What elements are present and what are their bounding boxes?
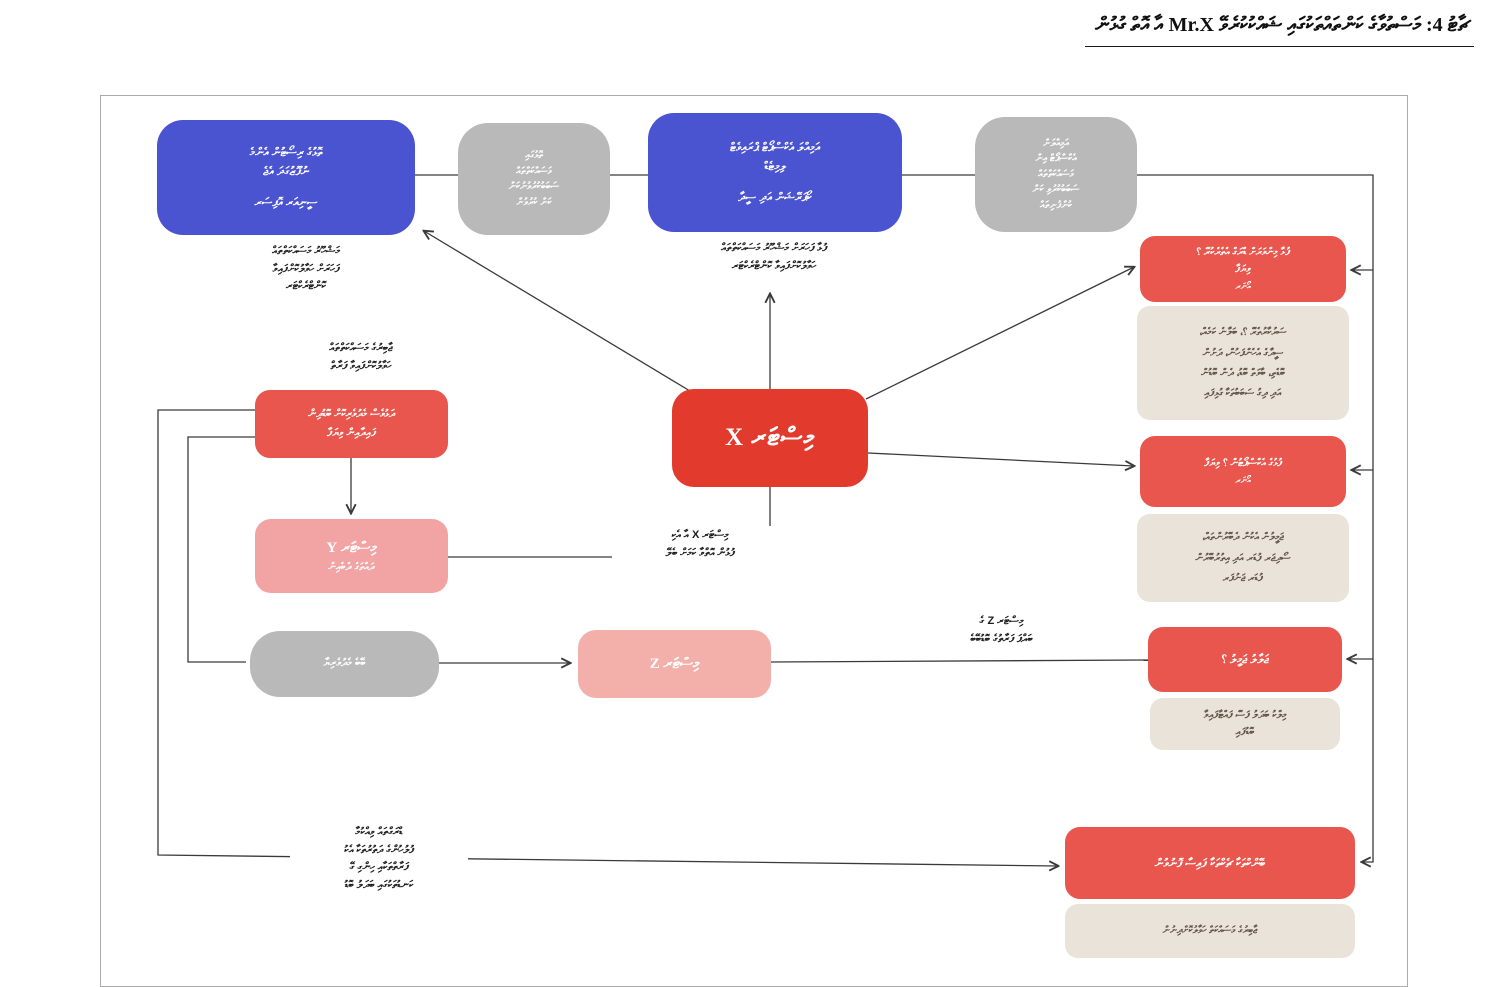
bottom-red-box: ބޭންކްތަކާ ޗެކްތަކާ ފައިސާ ފޮނުވުން xyxy=(1065,827,1355,899)
note-under-blue1: މަޝްހޫރު މަސައްކަތްތައް ފަހަރަށް ހަވާލުކ… xyxy=(196,243,416,296)
chart-title: ޗާޓު 4: މަސްތުވާގެ ކަންތައްތަކުގައި ޝައް… xyxy=(1085,14,1474,47)
text-line: ސަރުކާރުތެރޭ ؟، ބަލާނެ ކަމެއް، xyxy=(1199,326,1287,339)
text-line: ޖަމީލުން އެކުން ދެބޭރުންތައް، xyxy=(1202,531,1284,544)
text-line: އަމިއްލަން xyxy=(1043,137,1069,149)
note-under-blue2: ފުޅާ ފަހަރަށް މަޝްހޫރު މަސައްކަތްތައް ހަ… xyxy=(628,240,920,275)
right-red-box-1: ފުޅާ މިންވަރަށް ޑްރަގް އެތެރެކުރޭ ؟ ވިޔަ… xyxy=(1140,236,1346,302)
right-beige-box-2: ޖަމީލުން އެކުން ދެބޭރުންތައް، ސޯދިޖަރ ފު… xyxy=(1137,514,1349,602)
text-line: ސަބަބުކުރުވުނުކަން xyxy=(508,181,560,192)
text-line: ދަޅުވެސް މެދުވެރިކޮށް ބޮޑުދިން xyxy=(308,408,395,421)
text-line: ފަހަރަށް ހަވާލުކޮށްފައިވާ xyxy=(272,262,340,275)
mr-x-label: މިސްޓަރ X xyxy=(725,424,815,451)
right-beige-box-3: މިލްކު ބަދަލު ފަސޭ ފައްޓާފައިވާ ބޮޑުފައި xyxy=(1150,698,1340,750)
text-line: މަސައްކަތްތައް xyxy=(1038,168,1074,180)
mr-y-box: މިސްޓަރ Y ދައްތަގެ ދެބެއިން xyxy=(255,519,448,593)
text-line: ބޭންކްތަކާ ޗެކްތަކާ ފައިސާ ފޮނުވުން xyxy=(1154,855,1266,870)
note-above-left-red: ޖާބިރުގެ މަސައްކަތްތައް ހަވާލުކޮށްފައިވާ… xyxy=(276,340,446,375)
bottom-beige-box: ޖާބިރުގެ މަސައްކަތް ހަވާލުކޮށްދިނުން xyxy=(1065,904,1355,958)
text-line: މިސްޓަރ X އާ އެކި xyxy=(671,529,729,541)
text-line: އަމިއްލަ އެކްސްޕޯޓް ޕްރައިވެޓް xyxy=(729,140,821,155)
text-line: ފުޅުން އޮތްވާ ކަމަށް ބެލޭ xyxy=(665,546,735,559)
text-line: ފުޅާ މިންވަރަށް ޑްރަގް އެތެރެކުރޭ ؟ xyxy=(1196,245,1290,258)
top-blue-box-2: އަމިއްލަ އެކްސްޕޯޓް ޕްރައިވެޓް ލިމިޓެޑް … xyxy=(648,113,902,232)
mr-y-subtitle: ދައްތަގެ ދެބެއިން xyxy=(328,560,375,573)
text-line: އޯނަރ xyxy=(1235,474,1251,485)
note-bottom-left: ޑްރަގްތައް ވިއްކުމާ ފުލުހުންގެ ދަތުރުތަކ… xyxy=(290,823,468,896)
top-gray-box-1: ތޮޅުގައި މަސައްކަތްތައް ސަބަބުކުރުވުނުކަ… xyxy=(458,123,610,235)
note-under-x: މިސްޓަރ X އާ އެކި ފުޅުން އޮތްވާ ކަމަށް ބ… xyxy=(612,526,788,564)
text-line: ޖާބިރުގެ މަސައްކަތް ހަވާލުކޮށްދިނުން xyxy=(1162,925,1258,937)
right-beige-box-1: ސަރުކާރުތެރޭ ؟، ބަލާނެ ކަމެއް، ސީދާގެ އެ… xyxy=(1137,306,1349,420)
text-line: މަޝްހޫރު މަސައްކަތްތައް xyxy=(272,245,340,257)
text-line: ކުންފުނިތައް xyxy=(1040,199,1072,211)
text-line: ފުޅާ ފަހަރަށް މަޝްހޫރު މަސައްކަތްތައް xyxy=(721,242,827,254)
text-line: ބޭބެ މެދުވެރިޔާ xyxy=(323,657,366,670)
text-line: ފުޅުގެ އެކްސްޕޯޓުން ؟ ވިޔަފާ xyxy=(1204,456,1282,469)
text-line: ލިމިޓެޑް xyxy=(764,158,786,173)
text-line: މިލްކު ބަދަލު ފަސޭ ފައްޓާފައިވާ xyxy=(1203,709,1287,722)
note-right-of-z: މިސްޓަރ Z ގެ ބައްޕަ ފަރާތުގެ ބޮޑުބޭބެ xyxy=(915,612,1088,650)
text-line: ހަވާލުކޮށްފައިވާ ފަރާތް xyxy=(330,359,392,372)
text-line: އެކްސްޕޯޓް އިން xyxy=(1035,153,1077,165)
left-red-box: ދަޅުވެސް މެދުވެރިކޮށް ބޮޑުދިން ފައިދާއިނ… xyxy=(255,390,448,458)
mr-x-box: މިސްޓަރ X xyxy=(672,389,868,487)
text-line: އަދި ދިގު ސަބަބުތަކާ ގުޅިފައި xyxy=(1204,387,1282,400)
text-line: ކަނޑުތަކުގައި ބަދަލު ބޮޑު xyxy=(344,878,414,891)
text-line: ފައިދާއިން ވިޔަފާ xyxy=(326,427,377,439)
text-line: ސީނިއަރ އޮފިސަރ xyxy=(254,195,318,210)
text-line: މަސައްކަތްތައް xyxy=(516,165,552,177)
text-line: ކޯޕަރޭޝަން އަދި ސީދާ xyxy=(738,190,812,205)
text-line: ބައްޕަ ފަރާތުގެ ބޮޑުބޭބެ xyxy=(970,632,1033,645)
text-line: ސަބަބުކުރުވި ކަން xyxy=(1032,184,1080,196)
text-line: ޑްރަގްތައް ވިއްކުމާ xyxy=(355,826,403,838)
text-line: ނުފޫޒުގަދަ އެޖެ xyxy=(263,163,310,178)
text-line: ތޮޅުގެ ރިސޯޓުން އެންމެ xyxy=(249,145,323,160)
edge-left-red-to-gray3 xyxy=(187,436,255,663)
mr-z-label: މިސްޓަރ Z xyxy=(649,656,700,672)
text-line: ފުލުހުންގެ ދަތުރުތަކާ އެކު xyxy=(344,843,414,856)
text-line: މިސްޓަރ Z ގެ xyxy=(979,615,1024,627)
mr-z-box: މިސްޓަރ Z xyxy=(578,630,771,698)
title-row: ޗާޓު 4: މަސްތުވާގެ ކަންތައްތަކުގައި ޝައް… xyxy=(0,14,1474,47)
mr-y-label: މިސްޓަރ Y xyxy=(326,539,377,556)
text-line: ތޮޅުގައި xyxy=(525,150,543,161)
edge-x-to-blue1 xyxy=(424,231,691,392)
text-line: ހަވާލުކޮށްފައިވާ ކޮންޓްރެކްޓަރ xyxy=(731,259,817,272)
edge-spine-to-bottom-red xyxy=(1137,174,1374,862)
text-line: ކަން ކުރުވުން xyxy=(516,196,552,208)
left-gray-box: ބޭބެ މެދުވެރިޔާ xyxy=(250,631,439,697)
text-line: ސީދާގެ އެހެންފަހުން، ދަށުން xyxy=(1202,346,1284,359)
right-red-box-3: ޖަލާލު ޖަމީލު ؟ xyxy=(1148,627,1342,692)
top-gray-box-2: އަމިއްލަން އެކްސްޕޯޓް އިން މަސައްކަތްތައ… xyxy=(975,117,1137,232)
text-line: ސޯދިޖަރ ފުޑަރ އަދި އިތުރުބޭރުން xyxy=(1195,551,1291,564)
text-line: ކޮންޓްރެކްޓަރ xyxy=(286,280,326,293)
text-line: ފަރާތްތަކާއި ހިންގި ގޭ xyxy=(349,861,409,874)
edge-x-to-red1 xyxy=(865,267,1134,400)
text-line: ފުޑަރ ޖަނުފަރ xyxy=(1222,572,1264,585)
edge-left-red-to-bottom-red xyxy=(157,409,1058,866)
text-line: ބޮޑެތި، ބާވަތް ބޮޑު، ދެން ބޮޑުން xyxy=(1201,367,1285,379)
text-line: ވިޔަފާ xyxy=(1235,263,1251,276)
text-line: ޖަލާލު ޖަމީލު ؟ xyxy=(1221,652,1269,667)
edge-z-to-red3 xyxy=(769,659,1149,663)
top-blue-box-1: ތޮޅުގެ ރިސޯޓުން އެންމެ ނުފޫޒުގަދަ އެޖެ ސ… xyxy=(157,120,415,235)
right-red-box-2: ފުޅުގެ އެކްސްޕޯޓުން ؟ ވިޔަފާ އޯނަރ xyxy=(1140,436,1346,507)
text-line: ބޮޑުފައި xyxy=(1235,726,1255,738)
text-line: ޖާބިރުގެ މަސައްކަތްތައް xyxy=(329,342,393,354)
text-line: އޯނަރ xyxy=(1235,281,1251,292)
edge-x-to-red2 xyxy=(867,452,1134,466)
